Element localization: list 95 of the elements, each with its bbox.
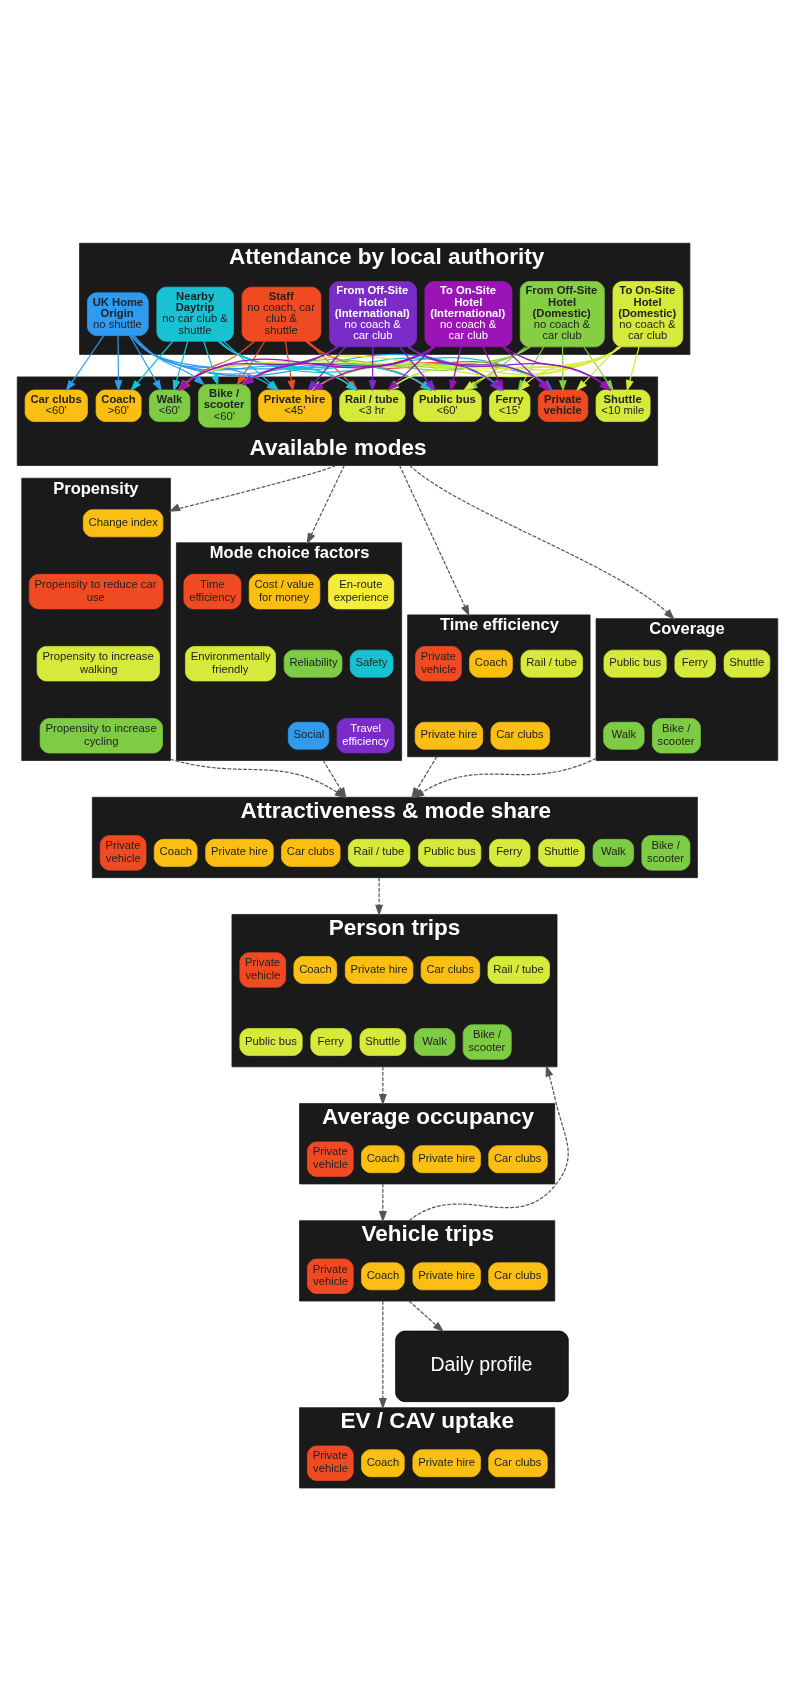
arrow [409, 464, 675, 620]
node-box: Private vehicle [307, 1445, 354, 1481]
node-box: Social [287, 721, 330, 750]
node-box: Coach [361, 1144, 405, 1173]
node-box: Private vehicle [239, 951, 286, 988]
node-box: Shuttle <10 mile [595, 389, 651, 422]
node-box: Public bus [239, 1027, 303, 1056]
node-box: From Off-Site Hotel (International) no coach & car club [329, 280, 417, 347]
node-box: Private vehicle [99, 834, 147, 870]
node-box: Walk [603, 721, 645, 750]
node-box: Rail / tube [520, 649, 583, 678]
node-box: Car clubs [420, 955, 481, 984]
node-box: To On-Site Hotel (Domestic) no coach & car club [612, 280, 684, 347]
node-box: Rail / tube [487, 955, 550, 984]
node-box: Car clubs [490, 721, 550, 750]
node-box: Car clubs [488, 1144, 548, 1173]
node-box: Private vehicle [415, 645, 462, 681]
node-box: Walk [414, 1027, 456, 1056]
node-box: Coach [293, 955, 338, 984]
node-box: Private hire [344, 955, 414, 984]
node-box: Ferry [310, 1027, 352, 1056]
node-box: Bike / scooter [652, 717, 701, 753]
node-box: Private hire [414, 721, 484, 750]
arrow [130, 340, 174, 391]
node-box: Public bus [603, 649, 667, 678]
node-box: Time efficiency [183, 573, 242, 609]
node-box: Propensity to reduce car use [28, 573, 164, 609]
node-box: Travel efficiency [336, 717, 395, 753]
node-box: UK Home Origin no shuttle [87, 291, 149, 336]
arrow [378, 1299, 387, 1409]
node-box: Private vehicle [537, 389, 589, 422]
node-box: Environmentally friendly [185, 645, 276, 681]
node-box: Daily profile [395, 1330, 569, 1402]
arrow [306, 464, 345, 544]
arrow [408, 1299, 445, 1332]
node-box: Ferry [674, 649, 716, 678]
node-box: From Off-Site Hotel (Domestic) no coach & car club [519, 280, 605, 347]
node-box: Car clubs [488, 1261, 548, 1290]
arrow [449, 345, 462, 392]
node-box: Private hire [205, 838, 274, 867]
arrow [65, 334, 105, 391]
node-box: Coach [361, 1261, 405, 1290]
node-box: Propensity to increase cycling [39, 717, 163, 753]
node-box: Bike / scooter [641, 834, 691, 870]
node-box: Rail / tube <3 hr [339, 389, 406, 422]
node-box: Cost / value for money [248, 573, 321, 609]
node-box: Shuttle [723, 649, 771, 678]
node-box: Coach >60' [95, 389, 142, 422]
node-box: Private vehicle [307, 1258, 354, 1294]
node-box: Walk <60' [149, 389, 191, 422]
arrow [411, 755, 438, 799]
node-box: Propensity to increase walking [36, 645, 160, 681]
node-box: Rail / tube [347, 838, 411, 867]
node-box: Private vehicle [307, 1141, 354, 1177]
arrow [378, 1065, 387, 1105]
node-box: Reliability [283, 649, 343, 678]
node-box: Shuttle [538, 838, 585, 867]
arrow [114, 334, 123, 392]
node-box: Ferry [489, 838, 531, 867]
arrow [408, 1064, 569, 1221]
arrow [129, 334, 162, 391]
node-box: Nearby Daytrip no car club & shuttle [156, 286, 234, 342]
node-box: To On-Site Hotel (International) no coach & car club [424, 280, 513, 347]
arrow [558, 345, 567, 392]
node-box: Shuttle [359, 1027, 407, 1056]
node-box: Private hire [412, 1144, 481, 1173]
node-box: Change index [82, 508, 164, 537]
arrow [412, 757, 597, 798]
node-box: Coach [361, 1448, 405, 1477]
node-box: Private hire [412, 1261, 481, 1290]
arrow [203, 340, 219, 386]
node-box: Staff no coach, car club & shuttle [241, 286, 322, 342]
arrow [482, 345, 504, 391]
node-box: Bike / scooter [462, 1023, 512, 1060]
node-box: Bike / scooter <60' [198, 383, 251, 428]
node-box: Walk [592, 838, 634, 867]
node-box: Car clubs [281, 838, 341, 867]
node-box: Coach [153, 838, 198, 867]
node-box: Coach [469, 649, 513, 678]
node-box: Private hire [412, 1448, 481, 1477]
arrow [378, 1182, 387, 1223]
node-box: Public bus <60' [413, 389, 482, 422]
node-box: Ferry <15' [489, 389, 531, 422]
arrow [375, 876, 384, 916]
arrow [133, 334, 206, 385]
node-box: Safety [349, 649, 394, 678]
node-box: Private hire <45' [258, 389, 332, 422]
node-box: Public bus [418, 838, 482, 867]
node-box: Car clubs [488, 1448, 548, 1477]
arrow [626, 345, 640, 392]
node-box: Car clubs <60' [24, 389, 88, 422]
arrow [368, 345, 377, 392]
arrow [168, 464, 337, 512]
arrow [399, 464, 470, 617]
node-box: En-route experience [328, 573, 395, 609]
